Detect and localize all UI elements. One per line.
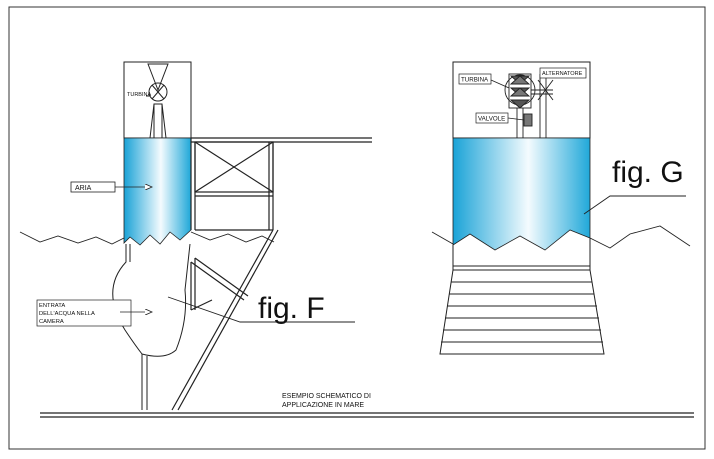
figure-f-water-entry-label-box — [36, 299, 132, 327]
figure-g-valves-pointer — [507, 117, 525, 121]
figure-g-valves-label: VALVOLE — [478, 116, 505, 123]
figure-g-turbine-label-box — [458, 73, 492, 85]
figure-g-caption-leader — [583, 195, 686, 215]
figure-g-sea-surface-right — [589, 225, 691, 249]
figure-f-water-entry-label-line3: CAMERA — [39, 319, 64, 325]
figure-f-turbine-housing — [123, 61, 192, 139]
figure-f-chamber — [112, 243, 191, 410]
sheet-border — [8, 6, 706, 450]
figure-f-water-entry-label-line2: DELL'ACQUA NELLA — [39, 311, 95, 317]
figure-f-caption: fig. F — [258, 292, 325, 325]
figure-f-water-entry-label-line1: ENTRATA — [39, 303, 65, 309]
schematic-note-line1: ESEMPIO SCHEMATICO DI — [282, 393, 371, 400]
schematic-note-line2: APPLICAZIONE IN MARE — [282, 402, 364, 409]
figure-f-sea-surface — [19, 231, 125, 245]
figure-g-turbine-assembly-icon — [504, 73, 554, 138]
figure-f-water-column — [123, 137, 192, 246]
seabed-line — [40, 412, 694, 418]
figure-f-turbine-icon — [146, 63, 169, 139]
figure-g: TURBINA ALTERNATORE VALVOLE fig. G — [431, 61, 691, 355]
figure-g-caption: fig. G — [612, 156, 684, 189]
figure-f: TURBINA ARIA — [19, 61, 372, 411]
figure-g-stepped-base — [439, 238, 605, 355]
figure-g-alternator-label: ALTERNATORE — [542, 71, 583, 77]
figure-f-caption-leader — [167, 296, 355, 323]
figure-g-turbine-label: TURBINA — [461, 77, 489, 84]
figure-g-turbine-pointer — [490, 79, 510, 89]
figure-g-sea-surface-left — [431, 231, 454, 245]
figure-f-sea-surface-right — [190, 231, 275, 243]
figure-f-turbine-label: TURBINA — [127, 92, 151, 98]
figure-f-support-lattice — [171, 137, 372, 411]
figure-f-air-label: ARIA — [75, 185, 92, 192]
figure-g-alternator-label-box — [539, 67, 587, 79]
figure-g-water-column — [452, 137, 591, 251]
